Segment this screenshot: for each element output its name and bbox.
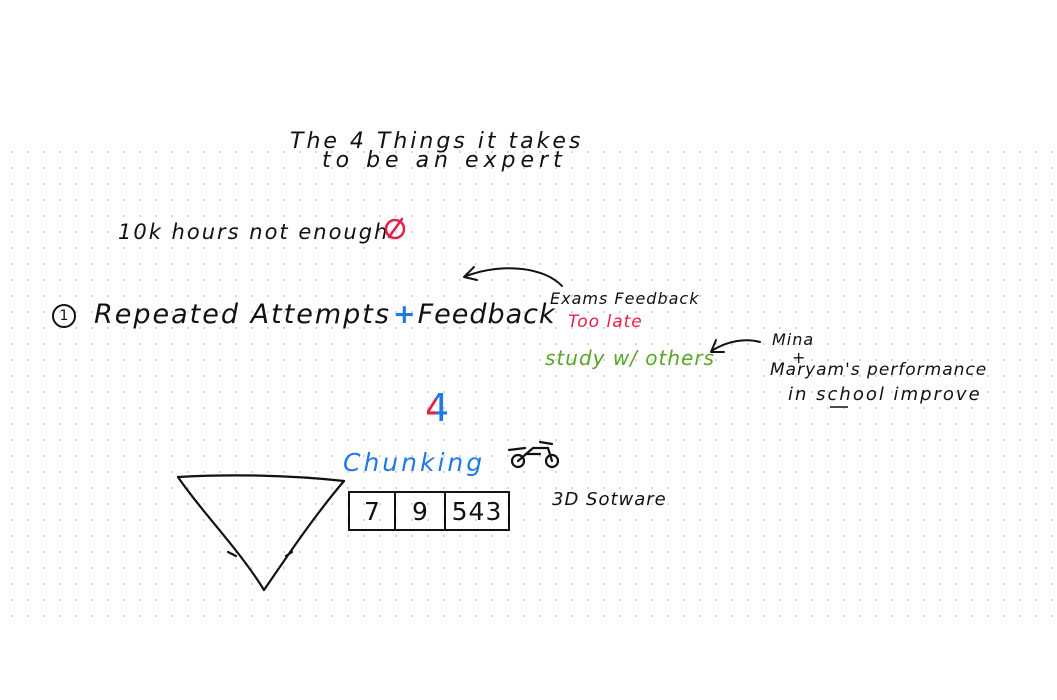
mina-plus: + <box>792 348 806 367</box>
arrow-icon <box>710 339 761 353</box>
chunking-label: Chunking <box>343 448 486 477</box>
funnel-drawing <box>176 474 346 592</box>
point1-plus: + <box>392 299 416 330</box>
point1-text: Repeated Attempts <box>94 299 391 330</box>
bicycle-icon <box>507 440 560 469</box>
point1-line: 1 Repeated Attempts+Feedback <box>52 299 556 330</box>
arrow-icon <box>463 266 563 287</box>
exams-feedback: Exams Feedback <box>550 289 700 308</box>
study-with-others: study w/ others <box>545 346 715 370</box>
point1-feedback: Feedback <box>417 299 556 330</box>
mina: Mina <box>772 330 815 349</box>
digit-four: 4 <box>425 386 449 430</box>
note-title-line1: The 4 Things it takes <box>290 129 584 154</box>
maryams-performance: Maryam's performance <box>770 360 988 380</box>
software-label: 3D Sotware <box>552 489 667 510</box>
note-title-line2: to be an expert <box>322 148 567 173</box>
too-late: Too late <box>568 312 643 332</box>
chunk-box-3: 543 <box>444 491 510 531</box>
digit-four-glyph: 4 <box>425 386 450 430</box>
dotted-canvas <box>0 138 1057 620</box>
point1-number: 1 <box>52 303 76 328</box>
in-school-improve: in school improve <box>788 384 982 405</box>
no-sign-icon <box>384 217 406 240</box>
hours-text: 10k hours not enough <box>118 220 390 244</box>
